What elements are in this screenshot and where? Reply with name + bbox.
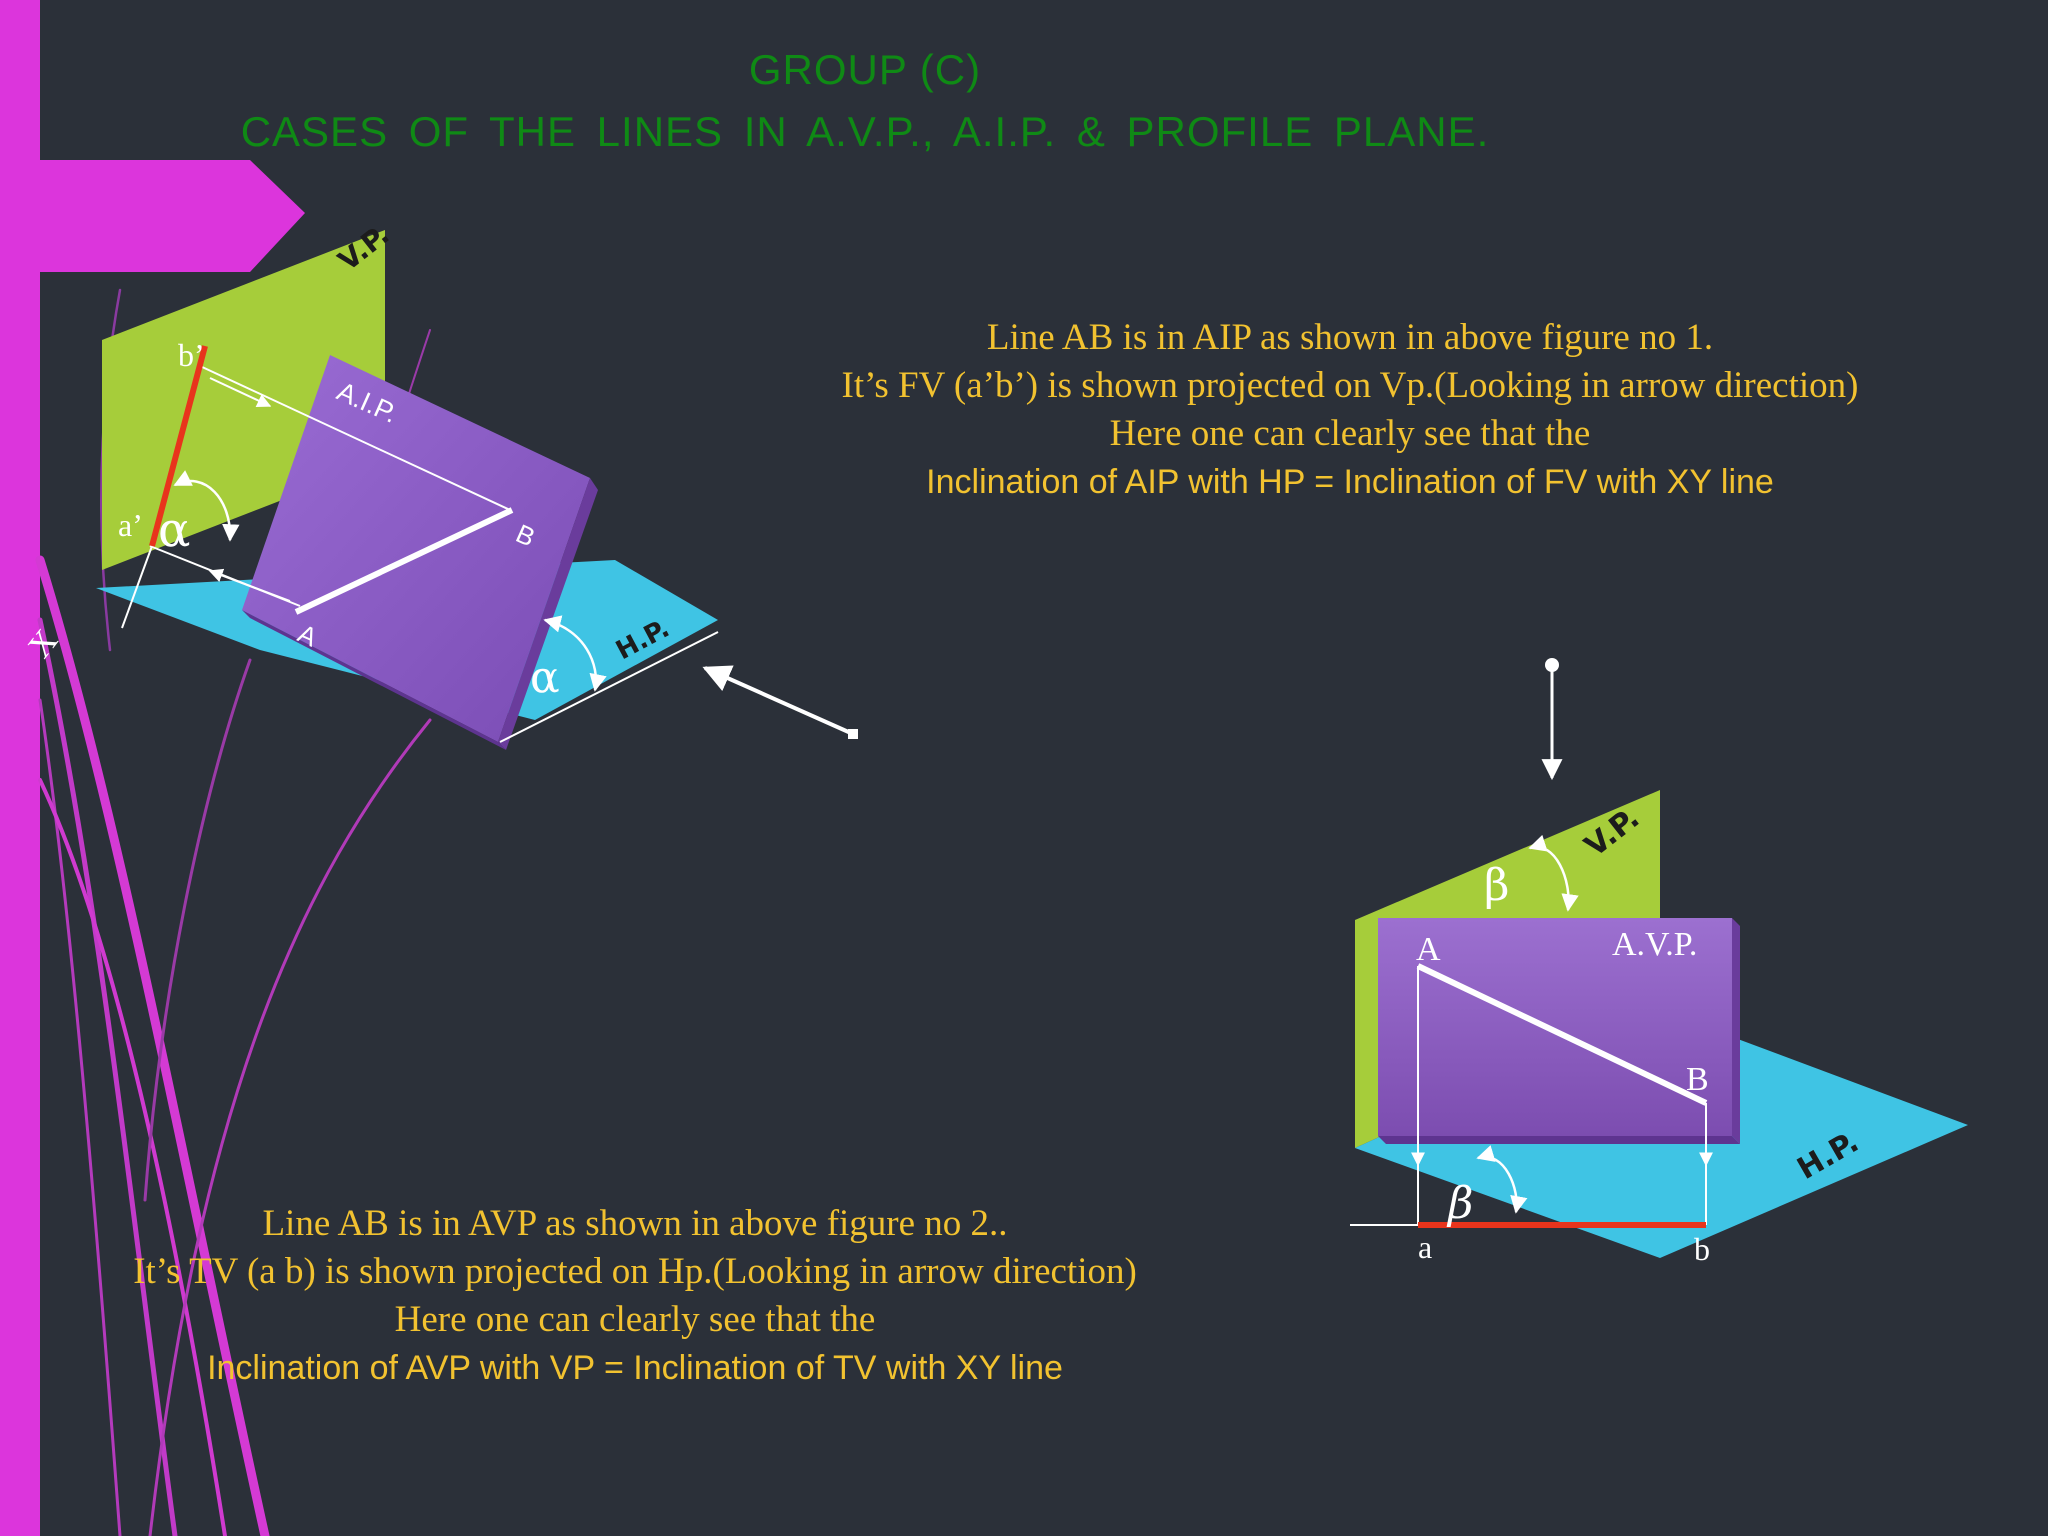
left-accent-bar <box>0 0 40 1536</box>
point-a-prime: a’ <box>118 507 143 543</box>
point-a-2: a <box>1418 1229 1432 1265</box>
aip-plane <box>242 355 590 742</box>
point-A-2: A <box>1416 931 1441 968</box>
x-reference-line <box>121 545 153 629</box>
front-view-line <box>149 345 208 547</box>
projector-b <box>199 365 511 511</box>
explanation-aip-line-4: Inclination of AIP with HP = Inclination… <box>926 463 1774 501</box>
avp-plane <box>1378 918 1732 1136</box>
explanation-aip-line-3: Here one can clearly see that the <box>1109 413 1591 454</box>
line-ab <box>294 507 514 615</box>
view-direction-arrow <box>702 665 854 736</box>
beta-symbol-vp: β <box>1484 860 1509 911</box>
figure-1-aip: V.P. A.I.P. H.P. b’ a’ α α A B X <box>21 218 858 750</box>
point-b-2: b <box>1694 1231 1710 1267</box>
beta-arc-hp <box>1476 1145 1528 1214</box>
point-b-prime: b’ <box>178 337 205 373</box>
explanation-avp-line-4: Inclination of AVP with VP = Inclination… <box>207 1349 1063 1387</box>
explanation-avp-line-1: Line AB is in AVP as shown in above figu… <box>262 1203 1008 1244</box>
explanation-aip-line-2: It’s FV (a’b’) is shown projected on Vp.… <box>841 365 1859 406</box>
beta-symbol-hp: β <box>1446 1178 1473 1229</box>
slide-subtitle: CASES OF THE LINES IN A.V.P., A.I.P. & P… <box>240 108 1490 155</box>
figure-2-avp: V.P. A.V.P. H.P. A B a b β β <box>1350 658 1968 1267</box>
line-AB-2 <box>1416 963 1708 1106</box>
explanation-avp: Line AB is in AVP as shown in above figu… <box>70 1200 1200 1392</box>
alpha-arc-vp <box>173 470 240 542</box>
beta-arc-vp <box>1528 834 1579 912</box>
explanation-avp-line-3: Here one can clearly see that the <box>394 1299 876 1340</box>
alpha-symbol-vp: α <box>158 502 190 558</box>
point-B-2: B <box>1686 1061 1709 1098</box>
arrow-tab-decoration <box>40 160 305 272</box>
explanation-aip: Line AB is in AIP as shown in above figu… <box>770 314 1930 506</box>
hinge-line <box>499 631 719 743</box>
slide-title: GROUP (C) <box>748 46 982 93</box>
explanation-avp-line-2: It’s TV (a b) is shown projected on Hp.(… <box>133 1251 1137 1292</box>
alpha-symbol-hp: α <box>530 652 560 703</box>
explanation-aip-line-1: Line AB is in AIP as shown in above figu… <box>986 317 1714 358</box>
alpha-arc-hp <box>543 615 607 692</box>
avp-label: A.V.P. <box>1612 926 1697 963</box>
